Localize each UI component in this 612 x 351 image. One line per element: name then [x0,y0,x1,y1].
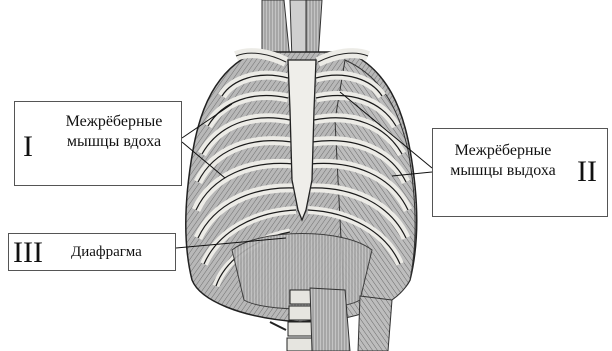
label-exhale-text: Межрёберные мышцы выдоха [439,141,567,181]
label-diaphragm-numeral: III [13,238,43,268]
label-exhale-numeral: II [577,157,597,187]
label-diaphragm-text: Диафрагма [71,242,175,262]
label-inhale-numeral: I [23,132,33,162]
label-inhale-text: Межрёберные мышцы вдоха [51,112,177,152]
label-exhale-muscles: Межрёберные мышцы выдоха II [432,128,608,217]
label-inhale-muscles: I Межрёберные мышцы вдоха [14,101,182,186]
label-diaphragm: III Диафрагма [8,233,176,271]
